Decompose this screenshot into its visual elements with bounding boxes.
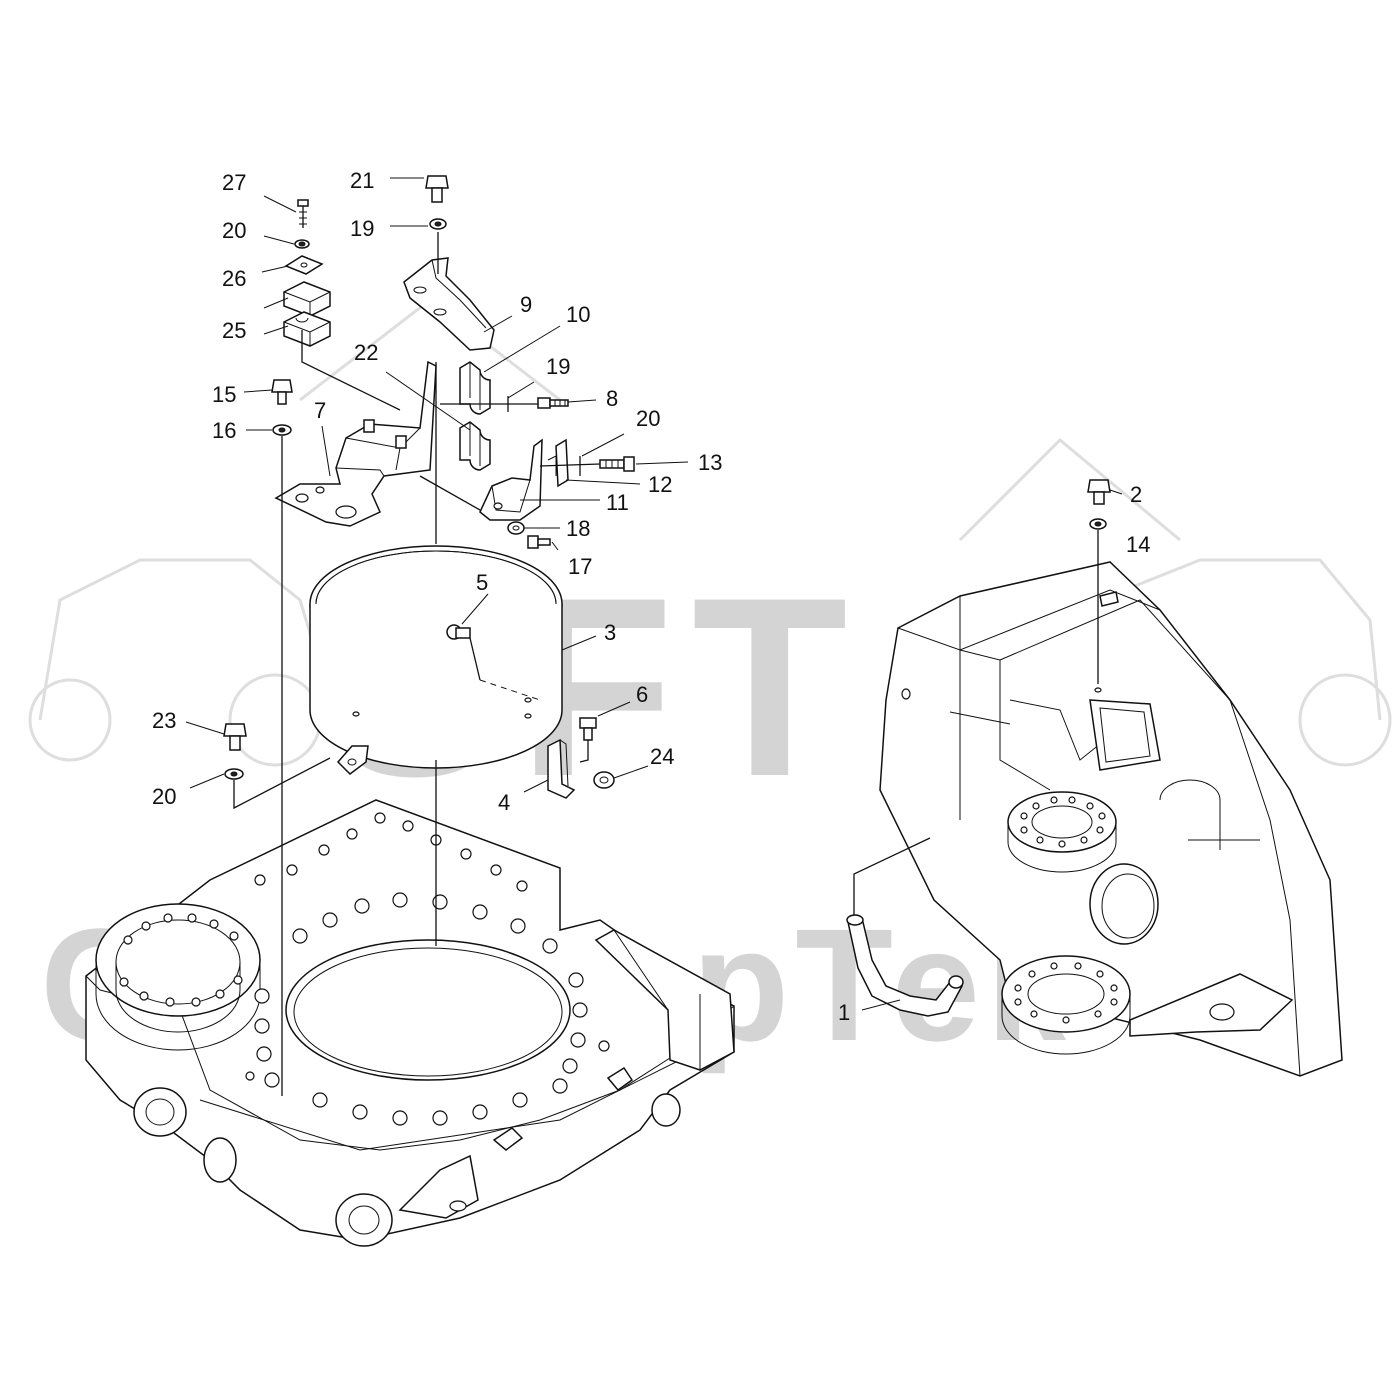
callout-25: 25 (222, 318, 246, 343)
upper-frame-housing (879, 561, 1343, 1077)
callout-26: 26 (222, 266, 246, 291)
callout-4: 4 (498, 790, 510, 815)
part-15-bolt (271, 379, 293, 405)
part-17-bolt (527, 535, 551, 549)
part-24-nut (593, 771, 615, 789)
part-4-bracket (547, 738, 576, 799)
callout-7: 7 (314, 398, 326, 423)
callout-21: 21 (350, 168, 374, 193)
leader-lines (185, 177, 1123, 1011)
callout-9: 9 (520, 292, 532, 317)
callout-15: 15 (212, 382, 236, 407)
turntable-base-frame (85, 799, 735, 1247)
callout-24: 24 (650, 744, 674, 769)
callout-2: 2 (1130, 482, 1142, 507)
part-9-bracket (403, 232, 495, 351)
callout-6: 6 (636, 682, 648, 707)
part-2-bolt (1087, 479, 1111, 505)
callout-12: 12 (648, 472, 672, 497)
callout-11: 11 (606, 490, 629, 515)
housing-ring-holes (1014, 796, 1118, 1024)
part-20-washer-lower (224, 768, 244, 780)
callout-19: 19 (546, 354, 570, 379)
part-16-washer (272, 424, 292, 436)
part-12-plate (547, 438, 569, 488)
callout-18: 18 (566, 516, 590, 541)
callout-22: 22 (354, 340, 378, 365)
part-26-plate (284, 255, 324, 275)
callout-23: 23 (152, 708, 176, 733)
part-7-mounting-bracket (274, 360, 437, 527)
part-13-bolt (599, 456, 635, 472)
part-5-bolt (446, 624, 471, 640)
part-10-saddle-clamp-lower (459, 421, 491, 471)
part-21-bolt (425, 175, 449, 203)
callout-16: 16 (212, 418, 236, 443)
part-20-washer (294, 239, 310, 249)
assembly-guide-lines-right (853, 530, 1099, 920)
part-27-bolt (297, 199, 309, 228)
callout-13: 13 (698, 450, 722, 475)
frame-bolt-holes (119, 812, 610, 1126)
part-25-clamp-block-lower (283, 311, 331, 347)
part-6-bolt (579, 717, 597, 741)
callout-14: 14 (1126, 532, 1150, 557)
callout-5: 5 (476, 570, 488, 595)
callout-19: 19 (350, 216, 374, 241)
callout-labels: 27 20 26 25 21 19 9 10 22 19 8 15 16 7 2… (152, 168, 1150, 1025)
part-23-bolt (223, 723, 247, 751)
assembly-guide-lines-left (233, 330, 601, 1096)
part-18-washer (507, 521, 525, 535)
callout-1: 1 (838, 1000, 850, 1025)
callout-17: 17 (568, 554, 592, 579)
callout-20: 20 (152, 784, 176, 809)
part-19-washer-top (429, 218, 447, 230)
part-14-washer (1089, 518, 1107, 530)
part-26-clamp-block-upper (283, 281, 331, 317)
part-10-saddle-clamp-upper (459, 361, 491, 415)
part-3-ring (309, 545, 563, 769)
callout-20: 20 (636, 406, 660, 431)
callout-8: 8 (606, 386, 618, 411)
part-8-bolt (490, 397, 569, 409)
ring-mount-tab (336, 745, 369, 775)
callout-10: 10 (566, 302, 590, 327)
callout-3: 3 (604, 620, 616, 645)
callout-20: 20 (222, 218, 246, 243)
callout-27: 27 (222, 170, 246, 195)
part-1-tube (846, 914, 964, 1017)
